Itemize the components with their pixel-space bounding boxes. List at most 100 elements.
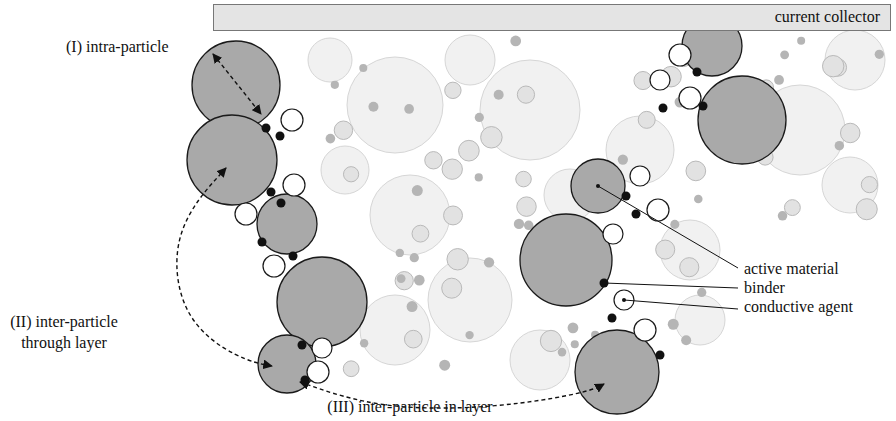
background-dot (780, 50, 789, 59)
background-dot (875, 50, 884, 59)
active-material-particle (575, 330, 659, 414)
leader-line (604, 283, 738, 288)
leader-dot (596, 184, 600, 188)
background-dot (510, 36, 521, 47)
background-particle (480, 60, 580, 160)
background-particle (412, 225, 429, 242)
active-material-particle (520, 214, 612, 306)
active-material-particle (571, 159, 625, 213)
background-dot (439, 360, 450, 371)
background-dot (326, 134, 336, 144)
background-particle (343, 361, 359, 377)
conductive-agent-particle (669, 44, 691, 66)
binder-dot (277, 199, 286, 208)
background-dot (797, 37, 805, 45)
background-particle (517, 86, 534, 103)
background-particle (404, 330, 422, 348)
transport-arrow (177, 168, 272, 366)
background-dot (694, 195, 703, 204)
binder-dot (262, 124, 271, 133)
background-particle (321, 146, 369, 194)
part-label: binder (744, 278, 785, 299)
binder-dot (632, 210, 641, 219)
conductive-agent-particle (283, 174, 305, 196)
background-dot (475, 173, 483, 181)
background-particle (840, 123, 860, 143)
binder-dot (267, 188, 276, 197)
leader-line (624, 300, 738, 309)
background-dot (514, 219, 524, 229)
background-particle (822, 55, 843, 76)
background-particle (638, 111, 655, 128)
conductive-agent-particle (307, 361, 329, 383)
background-particle (445, 82, 461, 98)
background-dot (475, 113, 484, 122)
conductive-agent-particle (647, 199, 669, 221)
arrow-label: (I) intra-particle (66, 37, 169, 58)
background-particle (856, 199, 877, 220)
leader-dot (602, 281, 606, 285)
conductive-agent-particle (281, 109, 303, 131)
background-dot (774, 75, 784, 85)
background-particle (334, 121, 352, 139)
binder-dot (693, 68, 702, 77)
binder-dot (289, 252, 298, 261)
background-particle (428, 258, 512, 342)
background-dot (359, 64, 367, 72)
background-dot (571, 340, 579, 348)
background-particle (444, 206, 463, 225)
background-dot (410, 253, 419, 262)
background-particle (442, 278, 462, 298)
conductive-agent-particle (650, 70, 670, 90)
background-particle (540, 330, 561, 351)
background-particle (680, 258, 699, 277)
background-particle (395, 272, 413, 290)
background-dot (618, 154, 628, 164)
background-dot (568, 322, 579, 333)
background-particle (343, 167, 358, 182)
active-material-particle (257, 194, 317, 254)
background-particle (634, 71, 652, 89)
background-dot (697, 288, 706, 297)
binder-dot (608, 314, 617, 323)
conductive-agent-particle (634, 319, 656, 341)
conductive-agent-particle (630, 166, 650, 186)
conductive-agent-particle (614, 290, 634, 310)
background-particle (308, 38, 352, 82)
arrow-label: (II) inter-particle through layer (2, 312, 126, 354)
conductive-agent-particle (679, 87, 701, 109)
binder-dot (298, 341, 307, 350)
background-particle (656, 240, 675, 259)
background-dot (396, 249, 404, 257)
background-dot (412, 185, 423, 196)
conductive-agent-particle (312, 338, 332, 358)
background-dot (670, 220, 679, 229)
conductive-agent-particle (235, 203, 257, 225)
background-dot (835, 141, 844, 150)
binder-dot (659, 104, 668, 113)
background-dot (558, 348, 567, 357)
background-particle (516, 171, 532, 187)
background-dot (397, 274, 406, 283)
leader-dot (622, 298, 626, 302)
background-dot (778, 211, 788, 221)
binder-dot (258, 238, 267, 247)
background-particle (425, 152, 442, 169)
background-particle (675, 295, 725, 345)
background-dot (360, 339, 368, 347)
conductive-agent-particle (263, 255, 285, 277)
background-dot (465, 331, 473, 339)
binder-dot (699, 102, 708, 111)
binder-dot (622, 192, 631, 201)
transport-arrow (213, 54, 261, 114)
background-dot (368, 102, 378, 112)
background-dot (494, 90, 504, 100)
background-dot (404, 104, 414, 114)
background-particle (442, 159, 462, 179)
background-particle (784, 200, 800, 216)
background-particle (445, 35, 495, 85)
background-particle (686, 161, 706, 181)
background-dot (681, 335, 691, 345)
